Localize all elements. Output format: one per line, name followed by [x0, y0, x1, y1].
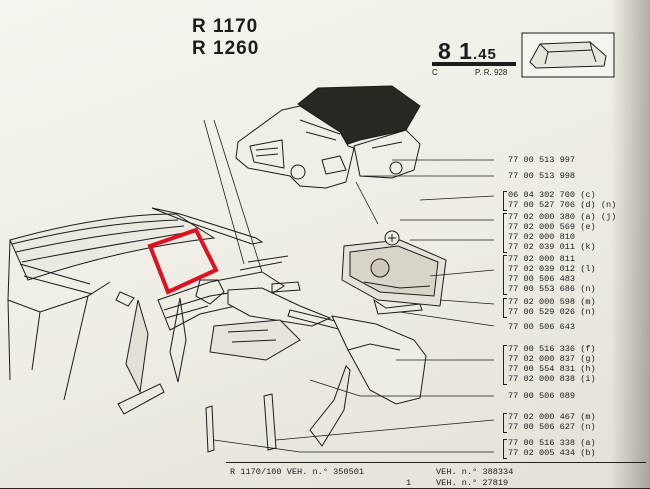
part-number: 77 02 000 467 (m): [508, 412, 596, 422]
part-number: 77 00 513 997: [508, 155, 576, 165]
page-number-rule: [432, 62, 516, 66]
thumbnail-car-icon: [521, 32, 615, 78]
part-number: 77 00 506 483: [508, 274, 576, 284]
part-number: 77 00 506 089: [508, 391, 576, 401]
part-number: 77 00 553 686 (n): [508, 284, 596, 294]
part-number: 77 02 000 380 (a) (j): [508, 212, 617, 222]
footer-right: VEH. n.° 388334: [436, 467, 514, 477]
page-number-sub: .45: [472, 46, 497, 63]
footer-left: R 1170/100 VEH. n.° 350501: [230, 467, 365, 477]
footer-row2-right: VEH. n.° 27819: [436, 478, 509, 488]
part-number: 77 00 506 627 (n): [508, 422, 596, 432]
page-reference: P. R. 928: [475, 68, 508, 77]
group-brace: [503, 413, 507, 433]
group-brace: [503, 255, 507, 295]
roof-panel-drawing: [7, 213, 216, 401]
footer-row2-mid: 1: [406, 478, 412, 488]
model-code-1: R 1170: [192, 16, 259, 37]
part-number: 77 02 000 569 (e): [508, 222, 596, 232]
model-code-2: R 1260: [192, 38, 260, 59]
part-number: 77 02 000 837 (g): [508, 354, 596, 364]
part-number: 06 04 302 700 (c): [508, 190, 596, 200]
part-number: 77 00 513 998: [508, 171, 576, 181]
page-number: 8 1.45: [438, 38, 497, 65]
rear-panel-drawing: [341, 230, 447, 307]
group-brace: [503, 191, 507, 211]
car-body-shell: [235, 85, 421, 189]
page-shadow: [610, 0, 650, 488]
group-brace: [503, 345, 507, 385]
footer-table: R 1170/100 VEH. n.° 350501 VEH. n.° 3883…: [226, 462, 646, 489]
part-number: 77 00 516 338 (a): [508, 438, 596, 448]
page-number-main: 8 1: [438, 38, 473, 64]
part-number: 77 02 039 012 (l): [508, 264, 596, 274]
part-number: 77 02 000 811: [508, 254, 576, 264]
part-number: 77 02 000 598 (m): [508, 297, 596, 307]
part-number: 77 02 000 838 (i): [508, 374, 596, 384]
group-brace: [503, 213, 507, 253]
part-number: 77 02 000 810: [508, 232, 576, 242]
part-number: 77 00 529 026 (n): [508, 307, 596, 317]
group-brace: [503, 298, 507, 318]
side-structure-drawing: [115, 207, 427, 453]
part-number: 77 00 516 336 (f): [508, 344, 596, 354]
part-number: 77 00 554 831 (h): [508, 364, 596, 374]
part-number: 77 02 039 011 (k): [508, 242, 596, 252]
part-number: 77 02 005 434 (b): [508, 448, 596, 458]
part-number: 77 00 527 706 (d) (n): [508, 200, 617, 210]
group-brace: [503, 439, 507, 459]
part-number: 77 00 506 643: [508, 322, 576, 332]
leader-lines: [203, 119, 495, 453]
highlight-box: [147, 227, 219, 295]
page-letter: C: [432, 68, 438, 77]
